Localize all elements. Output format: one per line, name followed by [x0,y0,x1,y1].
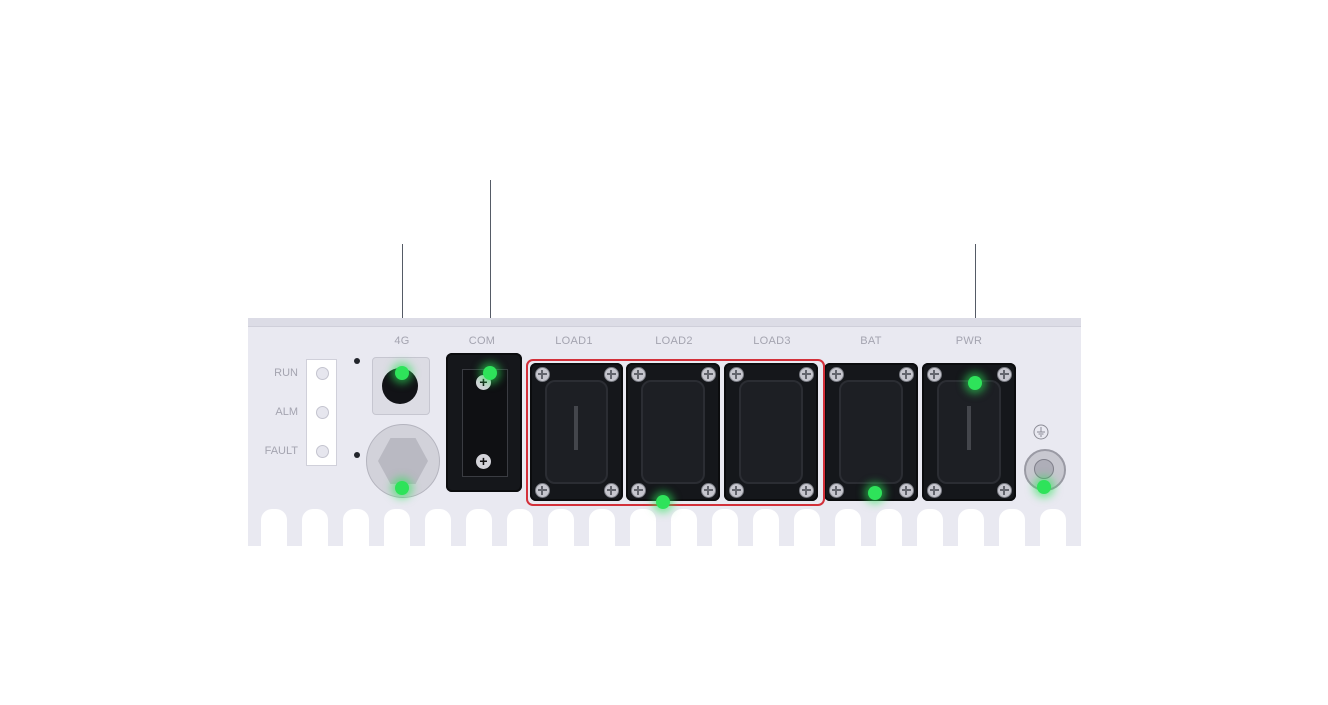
led-fault [316,445,329,458]
marker-dot-upper [354,358,360,364]
hotspot-4g-antenna[interactable] [395,366,409,380]
hotspot-pwr-port[interactable] [968,376,982,390]
device-front-panel: 4G COM LOAD1 LOAD2 LOAD3 BAT PWR RUN ALM… [248,318,1081,546]
screw [799,483,814,498]
panel-top-edge [248,318,1081,327]
ground-symbol-icon [1033,424,1049,440]
ground-stud [1024,449,1066,491]
heatsink-slot [425,509,451,546]
port-label-4g: 4G [394,335,410,347]
screw [927,483,942,498]
screw [535,483,550,498]
bat-connector [824,363,918,501]
screw [829,483,844,498]
heatsink-slot [466,509,492,546]
load3-connector [724,363,818,501]
screw [701,483,716,498]
port-label-load3: LOAD3 [753,335,791,347]
screw [604,483,619,498]
screw [631,483,646,498]
screw [729,367,744,382]
screw [997,483,1012,498]
ground-stud-center [1034,459,1054,479]
heatsink-slot [876,509,902,546]
screw [535,367,550,382]
bat-socket [839,380,903,484]
screw [604,367,619,382]
heatsink-slot [630,509,656,546]
heatsink-slot [958,509,984,546]
leader-line-4g [402,244,403,374]
screw [997,367,1012,382]
marker-dot-lower [354,452,360,458]
hotspot-cable-gland[interactable] [395,481,409,495]
led-run [316,367,329,380]
indicator-led-strip [306,359,337,466]
heatsink-slot [384,509,410,546]
cable-gland-nut [378,438,428,484]
hotspot-load-ports[interactable] [656,495,670,509]
load1-socket [545,380,608,484]
leader-line-com [490,180,491,374]
port-label-pwr: PWR [955,335,983,347]
heatsink-slot [712,509,738,546]
load1-connector [530,363,623,501]
leader-line-pwr [975,244,976,384]
port-label-com: COM [468,335,496,347]
heatsink-slot [671,509,697,546]
port-label-load2: LOAD2 [655,335,693,347]
led-alm [316,406,329,419]
heatsink-slot [835,509,861,546]
heatsink-slot [343,509,369,546]
heatsink-slot [1040,509,1066,546]
screw [701,367,716,382]
hotspot-ground-stud[interactable] [1037,480,1051,494]
heatsink-slot [794,509,820,546]
heatsink-slot [753,509,779,546]
screw [899,367,914,382]
screw [729,483,744,498]
screw [899,483,914,498]
indicator-label-run: RUN [274,367,298,379]
screw [799,367,814,382]
screw [829,367,844,382]
port-label-bat: BAT [860,335,882,347]
heatsink-slot [507,509,533,546]
load1-latch [574,406,578,450]
com-terminal-screw-bottom: + [476,454,491,469]
load-group-selection [526,359,825,506]
pwr-socket [937,380,1001,484]
com-terminal-plate: + + [446,353,522,492]
heatsink-slot [302,509,328,546]
indicator-label-fault: FAULT [264,445,298,457]
heatsink-slot [917,509,943,546]
load2-socket [641,380,705,484]
heatsink-slot [589,509,615,546]
load3-socket [739,380,803,484]
indicator-label-alm: ALM [275,406,298,418]
port-label-load1: LOAD1 [555,335,593,347]
load2-connector [626,363,720,501]
hotspot-bat-port[interactable] [868,486,882,500]
heatsink-slot [999,509,1025,546]
screw [631,367,646,382]
pwr-latch [967,406,971,450]
heatsink-slot [548,509,574,546]
screw [927,367,942,382]
heatsink-slot [261,509,287,546]
hotspot-com-port[interactable] [483,366,497,380]
